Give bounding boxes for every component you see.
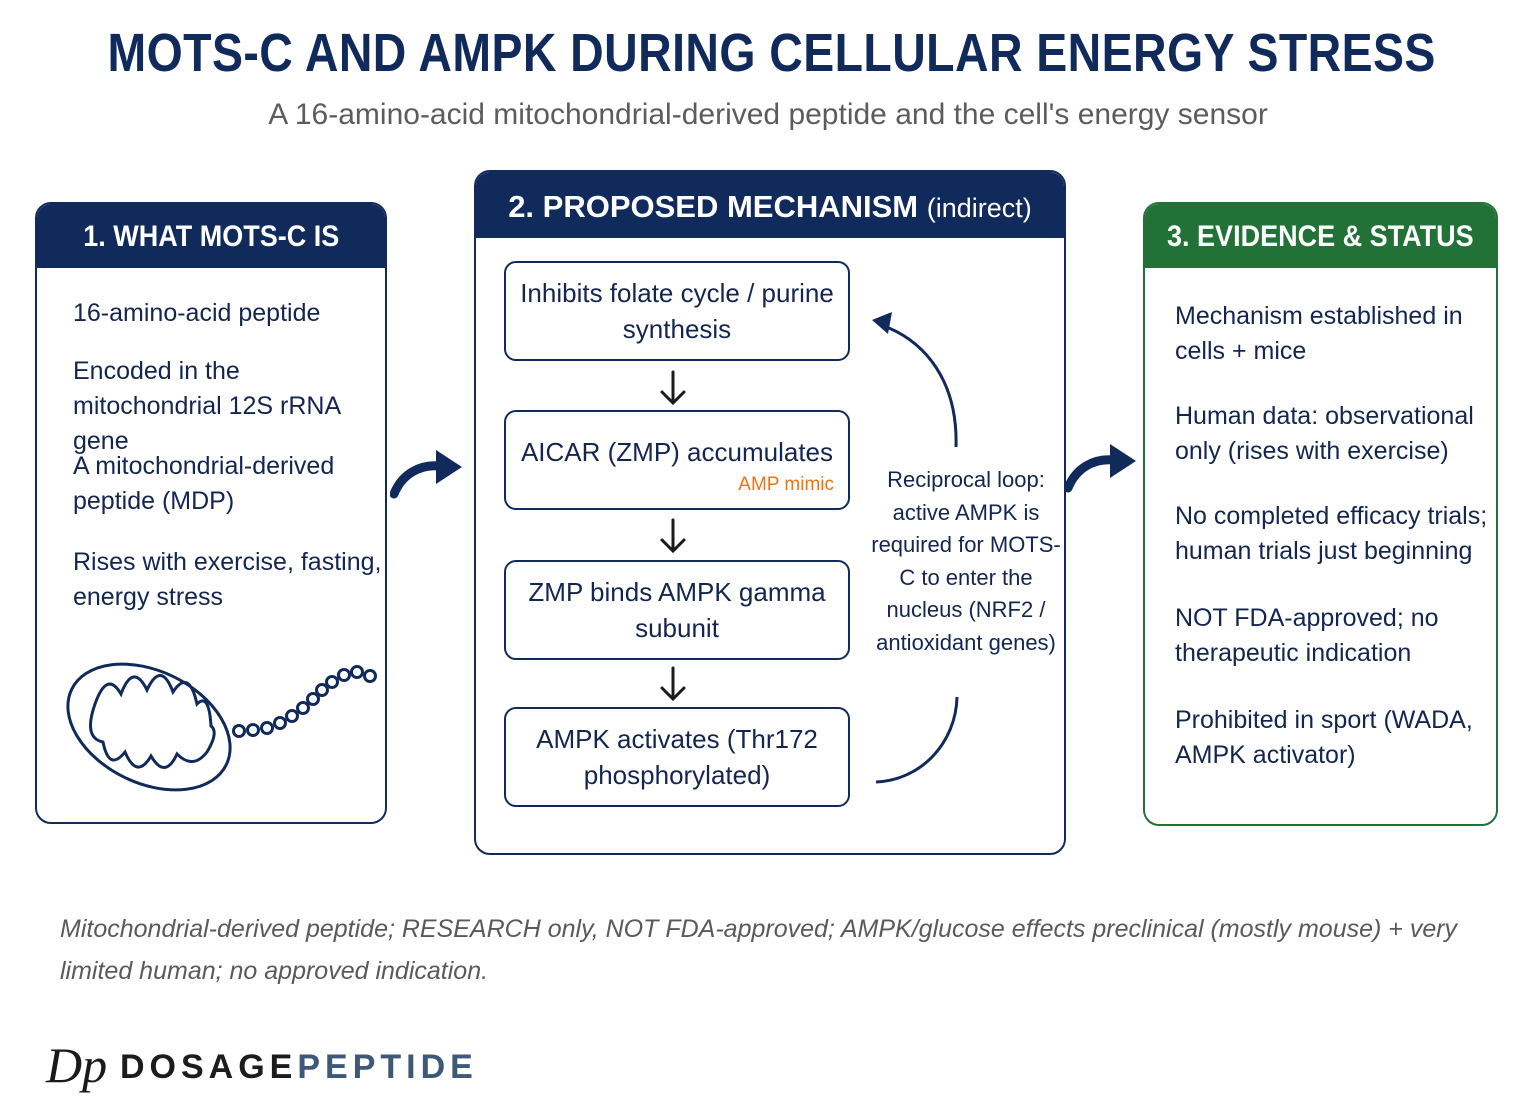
- panel-heading: 3. EVIDENCE & STATUS: [1145, 204, 1496, 268]
- brand-name: DOSAGEPEPTIDE: [120, 1048, 478, 1086]
- down-arrow-icon: [660, 370, 686, 406]
- step-box: Inhibits folate cycle / purine synthesis: [504, 261, 850, 361]
- dp-logo-icon: Dp: [45, 1038, 107, 1093]
- list-item: Mechanism established in cells + mice: [1175, 302, 1463, 365]
- step-box: AMPK activates (Thr172 phosphorylated): [504, 707, 850, 807]
- list-item: Prohibited in sport (WADA, AMPK activato…: [1175, 706, 1473, 769]
- panel-heading: 2. PROPOSED MECHANISM (indirect): [476, 172, 1064, 238]
- down-arrow-icon: [660, 666, 686, 702]
- list-item: Encoded in the mitochondrial 12S rRNA ge…: [73, 357, 340, 455]
- svg-text:Dp: Dp: [45, 1038, 107, 1093]
- curved-right-arrow-icon: [1064, 444, 1136, 493]
- reciprocal-loop-text: Reciprocal loop: active AMPK is required…: [871, 467, 1061, 655]
- down-arrow-icon: [660, 518, 686, 554]
- list-item: 16-amino-acid peptide: [73, 299, 321, 327]
- list-item: A mitochondrial-derived peptide (MDP): [73, 452, 335, 515]
- panel-evidence-status: 3. EVIDENCE & STATUS Mechanism establish…: [1143, 202, 1498, 826]
- list-item: Human data: observational only (rises wi…: [1175, 402, 1474, 465]
- mitochondrion-icon: [66, 662, 377, 792]
- feedback-loop-arrow-icon: [872, 312, 959, 784]
- list-item: NOT FDA-approved; no therapeutic indicat…: [1175, 604, 1439, 667]
- disclaimer-text: Mitochondrial-derived peptide; RESEARCH …: [60, 915, 1458, 985]
- panel-what-mots-c-is: 1. WHAT MOTS-C IS 16-amino-acid peptide …: [35, 202, 387, 824]
- curved-right-arrow-icon: [390, 450, 462, 499]
- list-item: No completed efficacy trials; human tria…: [1175, 502, 1488, 565]
- amp-mimic-note: AMP mimic: [738, 474, 834, 495]
- list-item: Rises with exercise, fasting, energy str…: [73, 548, 382, 611]
- panel-heading: 1. WHAT MOTS-C IS: [37, 204, 385, 268]
- step-box: AICAR (ZMP) accumulates AMP mimic: [504, 410, 850, 510]
- step-box: ZMP binds AMPK gamma subunit: [504, 560, 850, 660]
- panel-proposed-mechanism: 2. PROPOSED MECHANISM (indirect) Inhibit…: [474, 170, 1066, 855]
- page-subtitle: A 16-amino-acid mitochondrial-derived pe…: [268, 98, 1268, 131]
- page-title: MOTS-C AND AMPK DURING CELLULAR ENERGY S…: [107, 23, 1436, 83]
